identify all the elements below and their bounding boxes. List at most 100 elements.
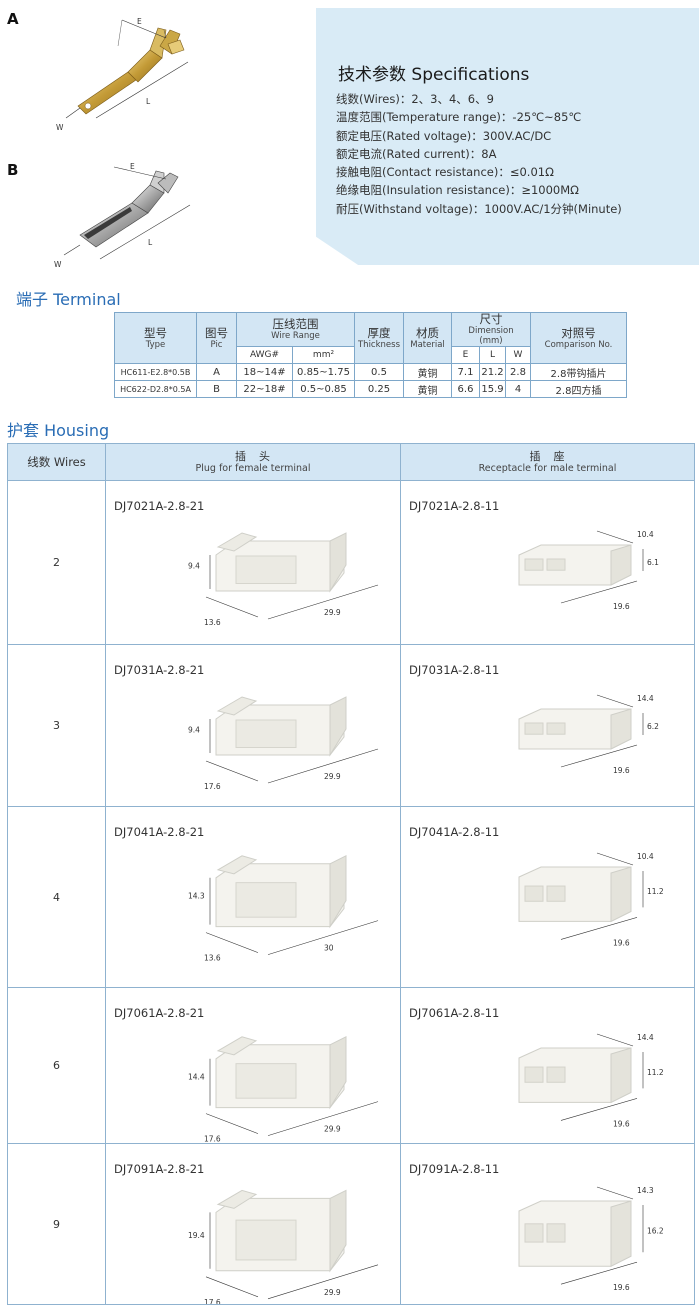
col-awg: AWG# <box>236 346 293 364</box>
svg-text:29.9: 29.9 <box>324 1288 341 1297</box>
specifications-title: 技术参数 Specifications <box>338 65 530 85</box>
plug-cell: 9.4 13.6 29.9 DJ7021A-2.8-21 <box>105 480 401 645</box>
spec-item: 温度范围(Temperature range)：-25℃~85℃ <box>336 110 582 125</box>
receptacle-cell: 10.4 6.1 19.6 DJ7021A-2.8-11 <box>400 480 695 645</box>
svg-text:9.4: 9.4 <box>188 726 200 735</box>
svg-text:30: 30 <box>324 944 334 953</box>
svg-text:6.1: 6.1 <box>647 558 659 567</box>
svg-text:L: L <box>148 238 153 247</box>
svg-text:9.4: 9.4 <box>188 562 200 571</box>
svg-text:16.2: 16.2 <box>647 1227 664 1236</box>
specs-section: A E L W <box>0 0 699 275</box>
svg-text:10.4: 10.4 <box>637 530 654 539</box>
receptacle-model: DJ7091A-2.8-11 <box>409 1162 500 1176</box>
plug-housing-shape <box>215 1035 347 1110</box>
svg-text:10.4: 10.4 <box>637 852 654 861</box>
terminal-heading: 端子 Terminal <box>16 290 121 309</box>
svg-text:29.9: 29.9 <box>324 1125 341 1134</box>
receptacle-drawing: 14.4 6.2 19.6 <box>518 694 659 775</box>
svg-text:L: L <box>146 97 151 106</box>
terminal-figure-a: A E L W <box>0 0 310 140</box>
plug-model: DJ7061A-2.8-21 <box>114 1006 205 1020</box>
plug-drawing: 9.4 17.6 29.9 <box>188 696 379 791</box>
wires-count: 3 <box>7 644 106 807</box>
receptacle-cell: 14.4 6.2 19.6 DJ7031A-2.8-11 <box>400 644 695 807</box>
svg-text:11.2: 11.2 <box>647 1068 664 1077</box>
table-row: 2 9.4 13.6 29.9 DJ7021A-2.8-21 10.4 6.1 … <box>7 480 695 645</box>
svg-text:6.2: 6.2 <box>647 722 659 731</box>
spec-item: 耐压(Withstand voltage)：1000V.AC/1分钟(Minut… <box>336 201 622 216</box>
spec-item: 接触电阻(Contact resistance)：≤0.01Ω <box>336 165 554 180</box>
svg-text:19.6: 19.6 <box>613 1119 630 1128</box>
table-row: 3 9.4 17.6 29.9 DJ7031A-2.8-21 14.4 6.2 … <box>7 644 695 807</box>
plug-model: DJ7021A-2.8-21 <box>114 499 205 513</box>
svg-text:W: W <box>54 260 62 269</box>
specifications-box: 技术参数 Specifications 线数(Wires)：2、3、4、6、9 … <box>316 8 699 265</box>
plug-drawing: 14.4 17.6 29.9 <box>188 1035 379 1143</box>
plug-cell: 14.3 13.6 30 DJ7041A-2.8-21 <box>105 806 401 988</box>
svg-text:19.4: 19.4 <box>188 1231 205 1240</box>
svg-text:19.6: 19.6 <box>613 1283 630 1292</box>
wires-count: 9 <box>7 1143 106 1305</box>
svg-text:17.6: 17.6 <box>204 1298 221 1304</box>
receptacle-drawing: 10.4 6.1 19.6 <box>518 530 659 611</box>
plug-housing-shape <box>215 696 347 757</box>
receptacle-cell: 14.4 11.2 19.6 DJ7061A-2.8-11 <box>400 987 695 1144</box>
plug-drawing: 19.4 17.6 29.9 <box>188 1189 379 1304</box>
receptacle-model: DJ7061A-2.8-11 <box>409 1006 500 1020</box>
receptacle-drawing: 14.4 11.2 19.6 <box>518 1033 664 1128</box>
specifications-list: 线数(Wires)：2、3、4、6、9 温度范围(Temperature ran… <box>336 90 622 218</box>
plug-model: DJ7091A-2.8-21 <box>114 1162 205 1176</box>
receptacle-model: DJ7031A-2.8-11 <box>409 663 500 677</box>
col-w: W <box>505 346 531 364</box>
svg-text:19.6: 19.6 <box>613 766 630 775</box>
svg-text:17.6: 17.6 <box>204 1135 221 1143</box>
receptacle-housing-shape <box>518 708 632 750</box>
receptacle-model: DJ7041A-2.8-11 <box>409 825 500 839</box>
receptacle-cell: 14.3 16.2 19.6 DJ7091A-2.8-11 <box>400 1143 695 1305</box>
plug-housing-shape <box>215 532 347 593</box>
col-mm2: mm² <box>292 346 355 364</box>
plug-cell: 19.4 17.6 29.9 DJ7091A-2.8-21 <box>105 1143 401 1305</box>
svg-text:13.6: 13.6 <box>204 954 221 963</box>
receptacle-model: DJ7021A-2.8-11 <box>409 499 500 513</box>
receptacle-housing-shape <box>518 1047 632 1104</box>
receptacle-housing-shape <box>518 1200 632 1268</box>
terminal-figure-b: B E L W <box>0 155 310 275</box>
terminal-a-drawing: E L W <box>56 17 189 132</box>
figure-tag-a: A <box>7 10 19 28</box>
receptacle-housing-shape <box>518 544 632 586</box>
svg-text:29.9: 29.9 <box>324 772 341 781</box>
svg-text:13.6: 13.6 <box>204 618 221 627</box>
plug-cell: 9.4 17.6 29.9 DJ7031A-2.8-21 <box>105 644 401 807</box>
spec-item: 线数(Wires)：2、3、4、6、9 <box>336 92 494 106</box>
col-l: L <box>479 346 506 364</box>
col-e: E <box>451 346 480 364</box>
svg-text:E: E <box>137 17 142 26</box>
svg-text:W: W <box>56 123 64 132</box>
svg-text:11.2: 11.2 <box>647 887 664 896</box>
plug-housing-shape <box>215 854 347 929</box>
spec-item: 额定电流(Rated current)：8A <box>336 146 497 161</box>
receptacle-drawing: 14.3 16.2 19.6 <box>518 1186 664 1292</box>
wires-count: 2 <box>7 480 106 645</box>
table-row: HC622-D2.8*0.5A B 22~18# 0.5~0.85 0.25 黄… <box>114 380 627 398</box>
receptacle-housing-shape <box>518 866 632 923</box>
svg-text:14.3: 14.3 <box>637 1186 654 1195</box>
svg-text:14.4: 14.4 <box>188 1072 205 1081</box>
spec-item: 绝缘电阻(Insulation resistance)：≥1000MΩ <box>336 183 579 198</box>
svg-text:14.4: 14.4 <box>637 1033 654 1042</box>
terminal-b-drawing: E L W <box>54 162 191 269</box>
figure-tag-b: B <box>7 161 19 179</box>
receptacle-drawing: 10.4 11.2 19.6 <box>518 852 664 947</box>
